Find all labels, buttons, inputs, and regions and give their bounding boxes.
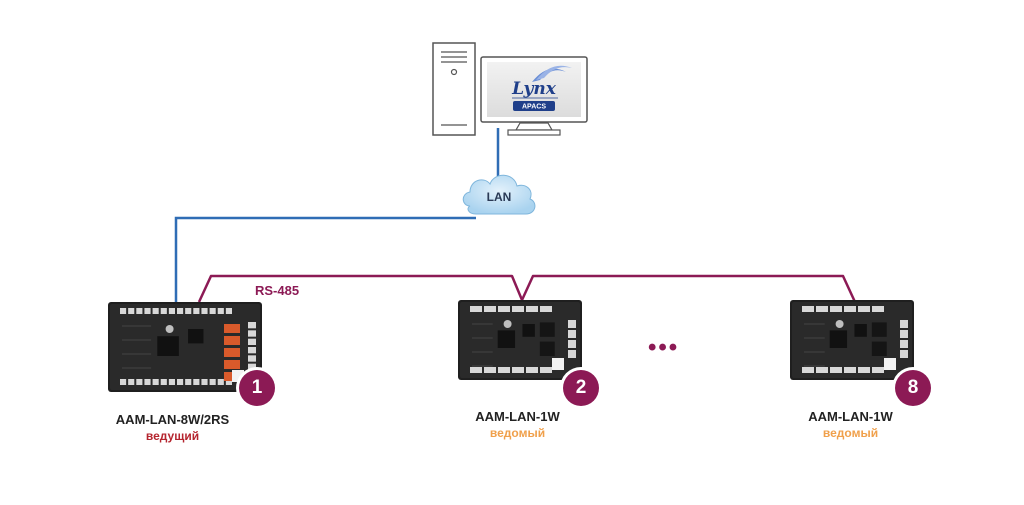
monitor: Lynx APACS xyxy=(480,56,588,136)
controller-2-board xyxy=(458,300,582,380)
lan-wire-cloud-to-master xyxy=(174,216,476,305)
logo-text: Lynx xyxy=(511,79,557,99)
lan-label: LAN xyxy=(486,190,512,204)
controller-1-role: ведущий xyxy=(145,429,200,443)
controller-1-board xyxy=(108,302,262,392)
tower-case xyxy=(432,42,476,136)
controller-1-model: AAM-LAN-8W/2RS xyxy=(115,412,230,427)
lan-wire xyxy=(174,128,500,305)
controller-2-role: ведомый xyxy=(489,426,546,440)
computer: Lynx APACS xyxy=(432,42,588,136)
controller-2-model: AAM-LAN-1W xyxy=(475,409,560,424)
more-controllers-ellipsis: ••• xyxy=(648,334,680,361)
rs485-label: RS-485 xyxy=(255,283,300,298)
controller-2-number-badge: 2 xyxy=(563,370,599,406)
controller-8-board xyxy=(790,300,914,380)
controller-8-number-badge: 8 xyxy=(895,370,931,406)
controller-8-model: AAM-LAN-1W xyxy=(808,409,893,424)
controller-1-number-badge: 1 xyxy=(239,370,275,406)
controller-boards xyxy=(108,300,914,392)
apacs-badge xyxy=(513,101,555,111)
controller-8-role: ведомый xyxy=(822,426,879,440)
lynx-logo: Lynx APACS xyxy=(511,65,572,111)
rs485-bus xyxy=(197,274,857,303)
bus-segment-master-to-slave-1 xyxy=(197,274,524,303)
bus-segment-slave-1-to-slave-2 xyxy=(520,274,857,303)
apacs-badge-text: APACS xyxy=(522,104,546,111)
lan-cloud-icon xyxy=(462,174,536,215)
